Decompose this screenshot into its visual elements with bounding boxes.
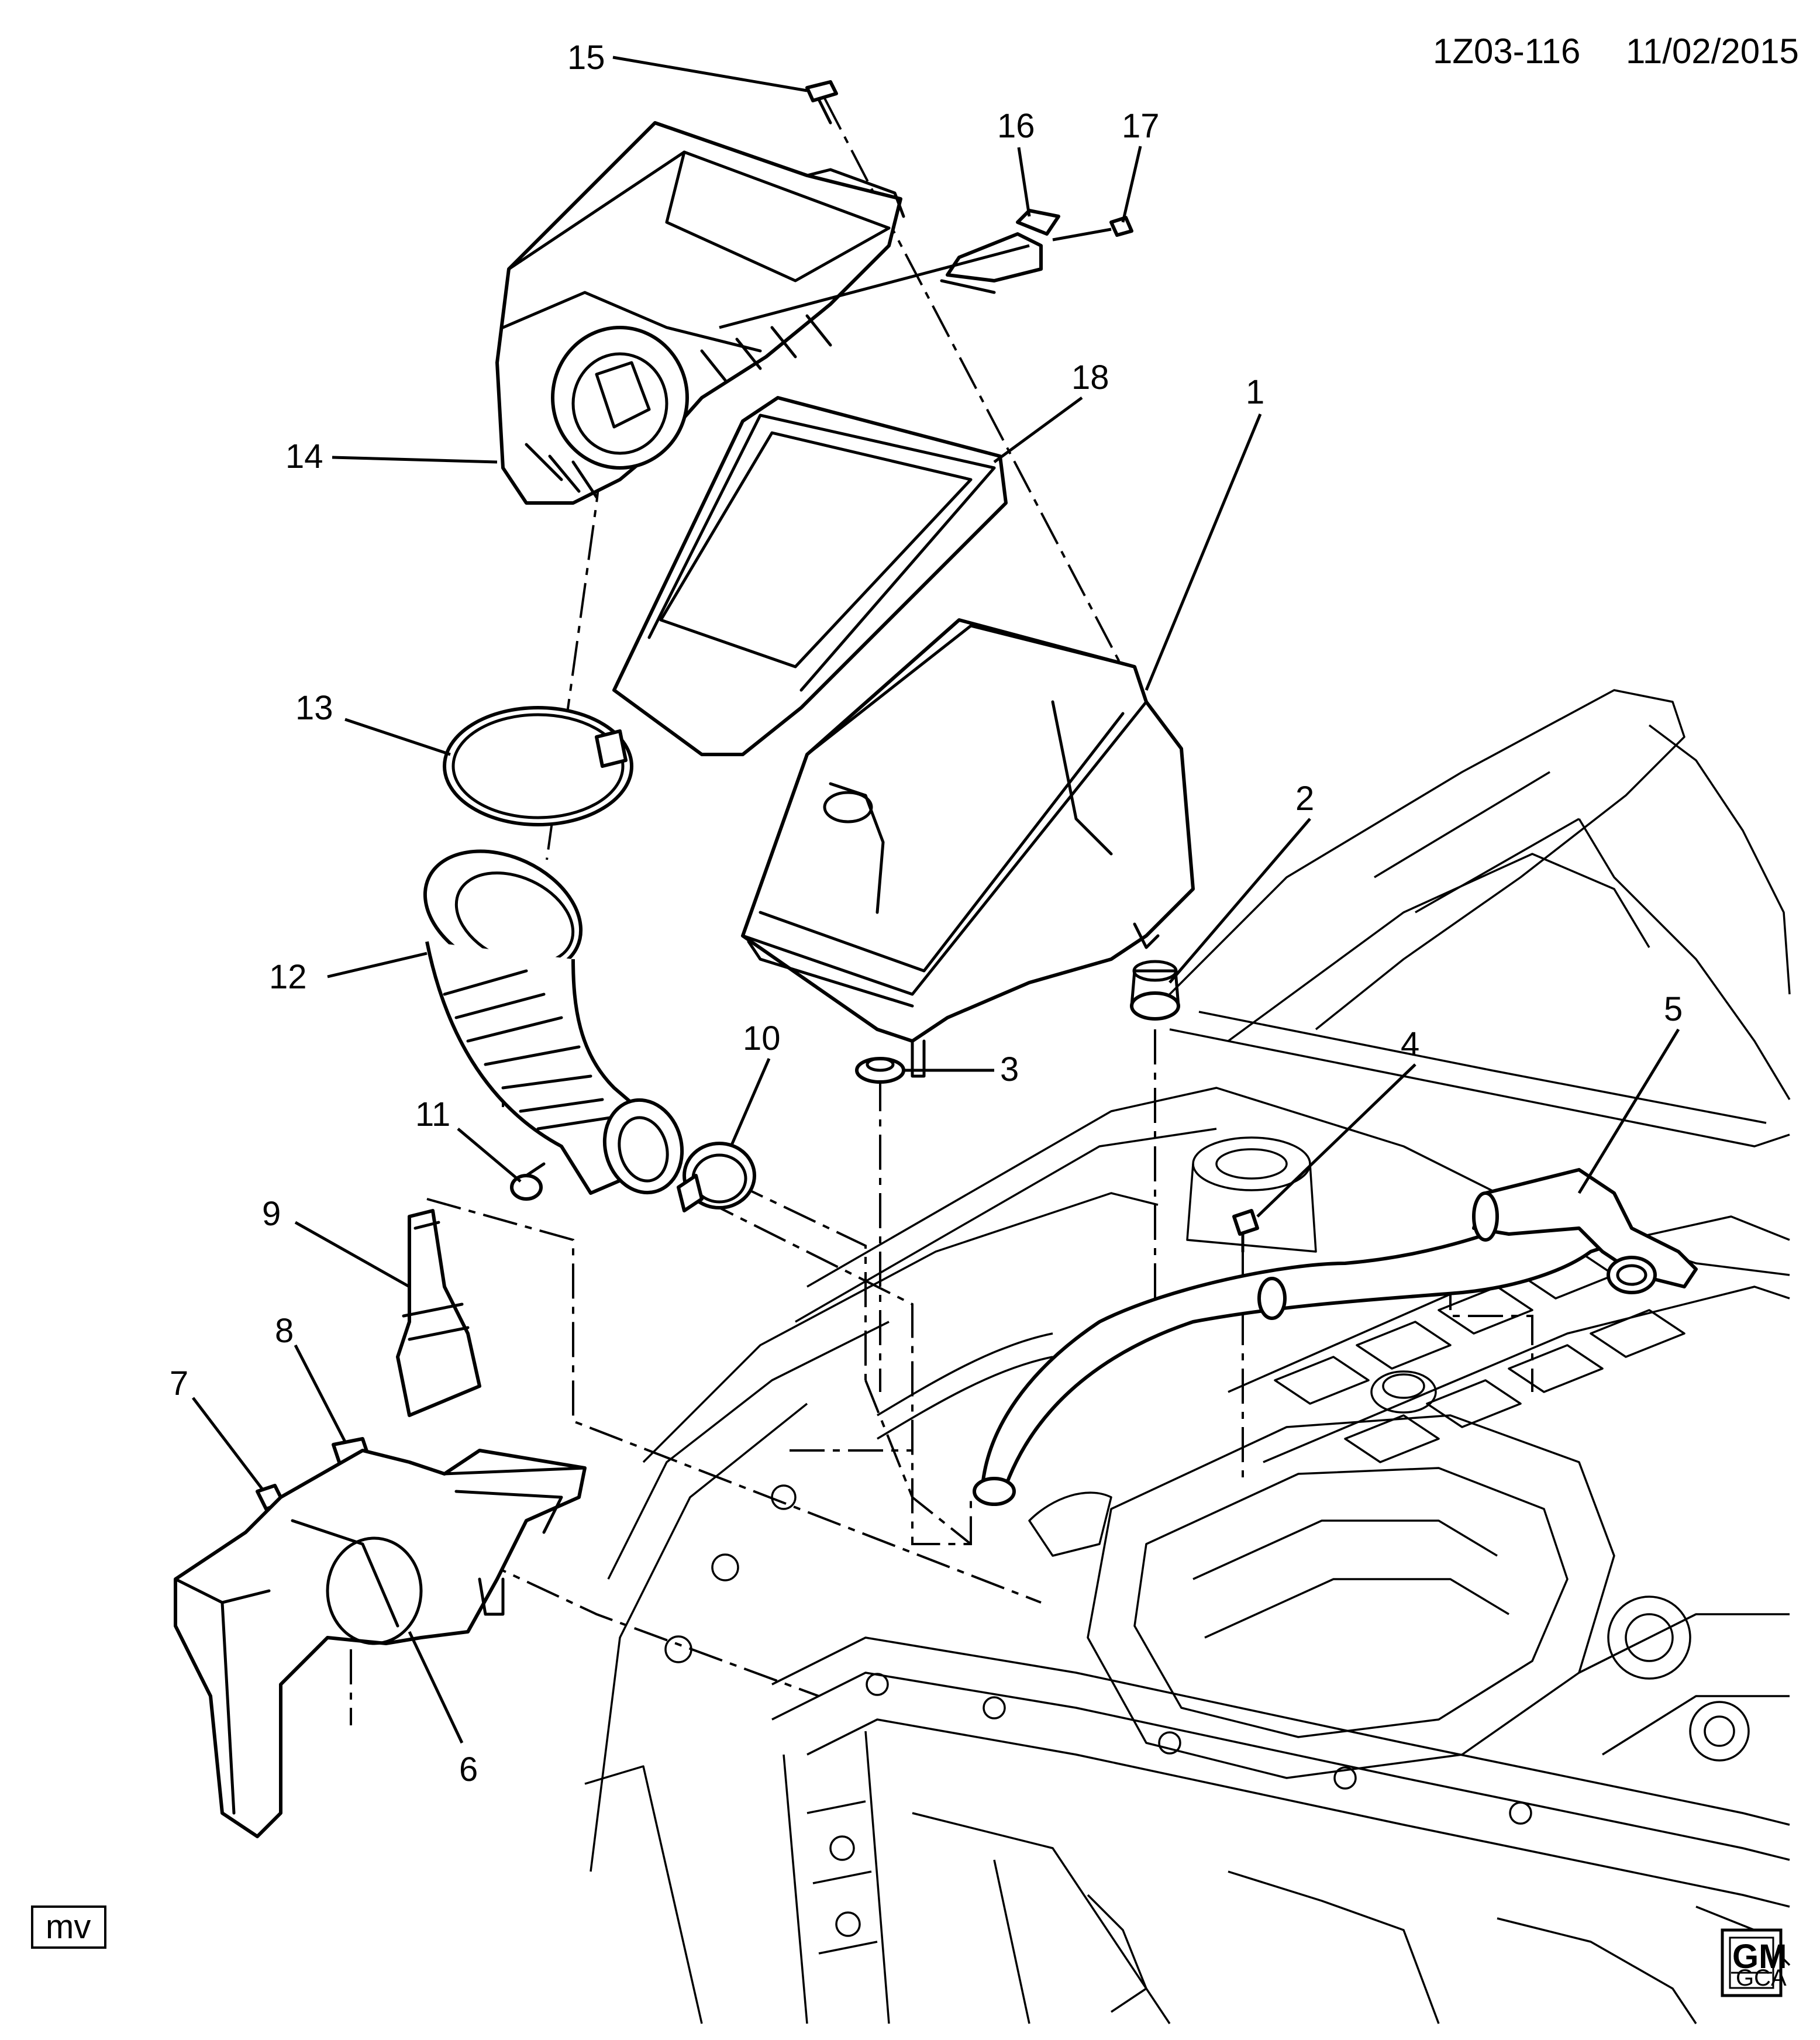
initials-text: mv bbox=[46, 1908, 91, 1946]
intake-duct bbox=[423, 849, 684, 1195]
callout-10: 10 bbox=[743, 1019, 781, 1057]
callout-6: 6 bbox=[459, 1750, 478, 1789]
air-inlet-duct bbox=[174, 1449, 587, 1838]
callout-1: 1 bbox=[1246, 373, 1264, 411]
callout-16: 16 bbox=[997, 107, 1035, 145]
callout-3: 3 bbox=[1000, 1050, 1019, 1088]
diagram-code: 1Z03-116 bbox=[1433, 32, 1580, 71]
air-filter-element bbox=[612, 396, 1008, 756]
resonator-9 bbox=[396, 1209, 481, 1417]
engine-bay-illustration bbox=[584, 689, 1791, 2024]
callout-2: 2 bbox=[1295, 780, 1314, 818]
bolt-15 bbox=[805, 80, 838, 125]
callout-15: 15 bbox=[567, 39, 605, 77]
callout-18: 18 bbox=[1071, 359, 1109, 397]
grommet-3 bbox=[855, 1057, 905, 1084]
callout-5: 5 bbox=[1664, 990, 1683, 1028]
diagram-date: 11/02/2015 bbox=[1626, 32, 1799, 71]
clamp-13 bbox=[443, 706, 633, 826]
gm-logo-subtext: GCA bbox=[1736, 1965, 1787, 1991]
intake-air-sensor bbox=[940, 209, 1060, 294]
callout-8: 8 bbox=[275, 1312, 294, 1350]
callout-labels: 15 16 17 18 1 14 13 12 2 3 4 5 10 11 9 8… bbox=[170, 39, 1683, 1789]
leader-lines bbox=[192, 56, 1680, 1744]
grommet-11 bbox=[510, 1162, 546, 1201]
screw-17 bbox=[1052, 216, 1133, 242]
gm-logo: GM GCA bbox=[1721, 1928, 1787, 1997]
grommet-2 bbox=[1130, 960, 1180, 1021]
callout-14: 14 bbox=[285, 437, 323, 475]
vent-hose bbox=[973, 1168, 1698, 1506]
callout-9: 9 bbox=[262, 1195, 281, 1233]
gm-logo-text: GM bbox=[1732, 1938, 1787, 1976]
air-cleaner-upper-housing bbox=[495, 121, 905, 505]
bolt-4 bbox=[1232, 1209, 1259, 1253]
clamp-10 bbox=[677, 1142, 756, 1212]
callout-13: 13 bbox=[295, 689, 333, 727]
callout-12: 12 bbox=[269, 958, 307, 996]
callout-7: 7 bbox=[170, 1364, 188, 1402]
callout-4: 4 bbox=[1401, 1025, 1419, 1063]
air-cleaner-lower-housing bbox=[741, 618, 1195, 1078]
callout-17: 17 bbox=[1122, 107, 1160, 145]
callout-11: 11 bbox=[415, 1095, 450, 1133]
initials-box: mv bbox=[31, 1905, 106, 1949]
